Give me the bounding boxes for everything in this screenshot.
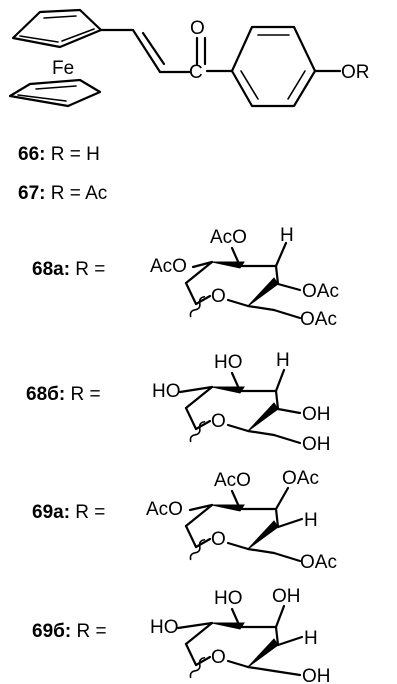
svg-text:AcO: AcO bbox=[214, 470, 251, 491]
svg-text:H: H bbox=[304, 510, 318, 531]
svg-text:HO: HO bbox=[214, 588, 243, 609]
svg-text:H: H bbox=[280, 225, 294, 246]
svg-text:OAc: OAc bbox=[282, 468, 319, 489]
svg-text:OH: OH bbox=[302, 666, 331, 684]
compound-label-69b: 69б: R = bbox=[32, 621, 107, 642]
svg-text:AcO: AcO bbox=[150, 256, 187, 277]
svg-text:OH: OH bbox=[302, 434, 331, 455]
svg-text:OAc: OAc bbox=[300, 309, 337, 330]
svg-text:H: H bbox=[276, 350, 290, 371]
phenyl-ring bbox=[230, 25, 317, 108]
svg-text:OH: OH bbox=[302, 404, 331, 425]
svg-text:HO: HO bbox=[214, 352, 243, 373]
svg-text:AcO: AcO bbox=[146, 499, 183, 520]
svg-text:AcO: AcO bbox=[210, 227, 247, 248]
compound-label-68b: 68б: R = bbox=[26, 384, 101, 405]
compound-label-68a: 68a: R = bbox=[32, 259, 105, 280]
svg-text:O: O bbox=[211, 286, 226, 307]
svg-text:O: O bbox=[211, 411, 226, 432]
vinyl-double-bond bbox=[131, 28, 162, 74]
sugar-structure-69a: O OAc AcO AcO OAc H bbox=[146, 468, 337, 573]
sugar-structure-68a: O OAc AcO AcO H OAc bbox=[150, 225, 339, 330]
svg-text:O: O bbox=[211, 647, 226, 668]
svg-text:OH: OH bbox=[272, 586, 301, 607]
svg-text:HO: HO bbox=[152, 381, 181, 402]
carbonyl-carbon-label: C bbox=[189, 62, 203, 83]
substituent-or-label: OR bbox=[341, 62, 370, 83]
compound-label-67: 67: R = Ac bbox=[18, 183, 107, 204]
svg-text:HO: HO bbox=[150, 617, 179, 638]
iron-atom-label: Fe bbox=[52, 58, 74, 79]
sugar-structure-68b: O OH HO HO H OH bbox=[152, 350, 331, 455]
upper-cyclopentadienyl-ring bbox=[11, 8, 103, 49]
svg-text:O: O bbox=[211, 529, 226, 550]
compound-label-66: 66: R = H bbox=[18, 144, 100, 165]
svg-text:OAc: OAc bbox=[302, 281, 339, 302]
ferrocenyl-chalcone-core: Fe O C OR bbox=[8, 8, 370, 108]
carbonyl-oxygen-label: O bbox=[190, 18, 205, 39]
svg-text:OAc: OAc bbox=[300, 552, 337, 573]
compound-label-69a: 69a: R = bbox=[32, 502, 105, 523]
sugar-structure-69b: O OH HO HO OH H bbox=[150, 586, 331, 684]
lower-cyclopentadienyl-ring bbox=[8, 78, 102, 108]
svg-text:H: H bbox=[304, 628, 318, 649]
